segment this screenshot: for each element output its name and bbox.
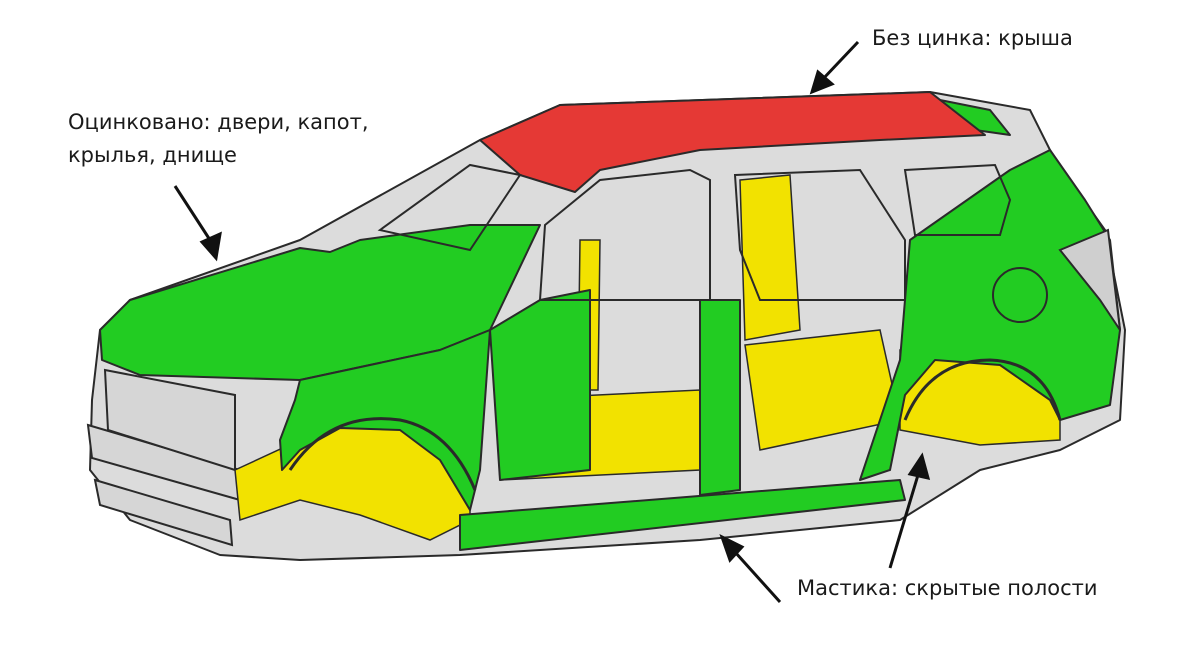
arrow-mastic-sill [719, 534, 782, 604]
hood-panel [99, 224, 541, 381]
front-wheel-arch [288, 417, 477, 491]
rear-window-opening [903, 163, 1012, 236]
arrow-mastic-arch [888, 452, 931, 569]
front-frame [86, 368, 241, 547]
galvanized-label-line2: крылья, днище [68, 143, 237, 167]
mastic-label: Мастика: скрытые полости [797, 576, 1098, 600]
fuel-door [992, 267, 1048, 323]
rear-door-opening [733, 168, 906, 301]
sill-panel [459, 479, 906, 551]
rear-light [1058, 228, 1121, 331]
arrow-roof [809, 40, 860, 95]
arrows [173, 40, 931, 604]
rear-quarter-panel [859, 149, 1121, 481]
openings [377, 163, 1012, 301]
galvanized-panels [99, 99, 1121, 551]
front-door-lower [489, 289, 591, 481]
roof-zone [479, 91, 986, 193]
wheel-arches [288, 358, 1062, 491]
arrow-galvanized [173, 185, 222, 262]
roof-panel [479, 91, 986, 193]
front-door-opening [538, 168, 711, 301]
front-lower-beam [93, 478, 234, 547]
b-pillar-panel [699, 299, 741, 496]
rear-wheel-arch [903, 358, 1062, 421]
galvanized-label-line1: Оцинковано: двери, капот, [68, 110, 369, 134]
galvanized-label: Оцинковано: двери, капот, крылья, днище [68, 106, 369, 172]
center-pillar-inner [739, 174, 801, 341]
roof-label: Без цинка: крыша [872, 26, 1073, 50]
windshield-opening [377, 163, 522, 252]
